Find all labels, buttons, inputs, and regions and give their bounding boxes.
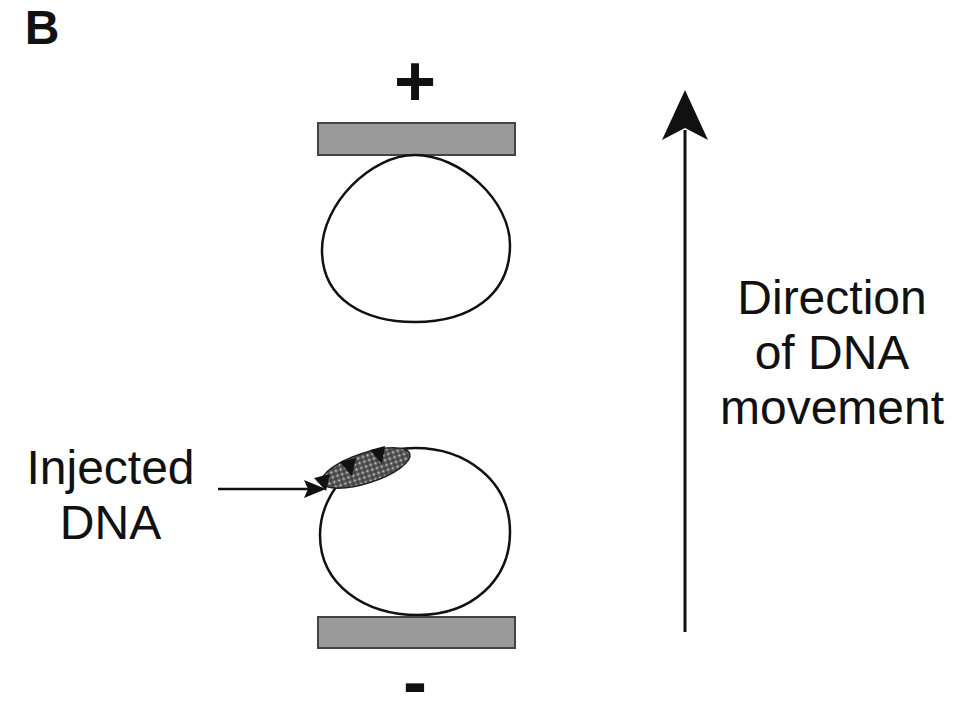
leader-arrowhead bbox=[304, 480, 326, 498]
injected-dna-blob bbox=[318, 440, 415, 497]
direction-arrowhead bbox=[662, 90, 708, 140]
panel-letter: B bbox=[12, 0, 72, 55]
direction-label: Direction of DNA movement bbox=[714, 270, 950, 436]
dna-arrowhead bbox=[370, 446, 385, 464]
callout-label: Injected DNA bbox=[8, 440, 213, 550]
dna-arrowhead bbox=[340, 458, 356, 476]
direction-arrow bbox=[684, 130, 687, 632]
polarity-sign: - bbox=[365, 640, 465, 720]
polarity-sign: + bbox=[365, 40, 465, 123]
egg-outline bbox=[322, 155, 510, 322]
leader-line bbox=[218, 488, 312, 491]
positive-electrode bbox=[318, 123, 515, 155]
